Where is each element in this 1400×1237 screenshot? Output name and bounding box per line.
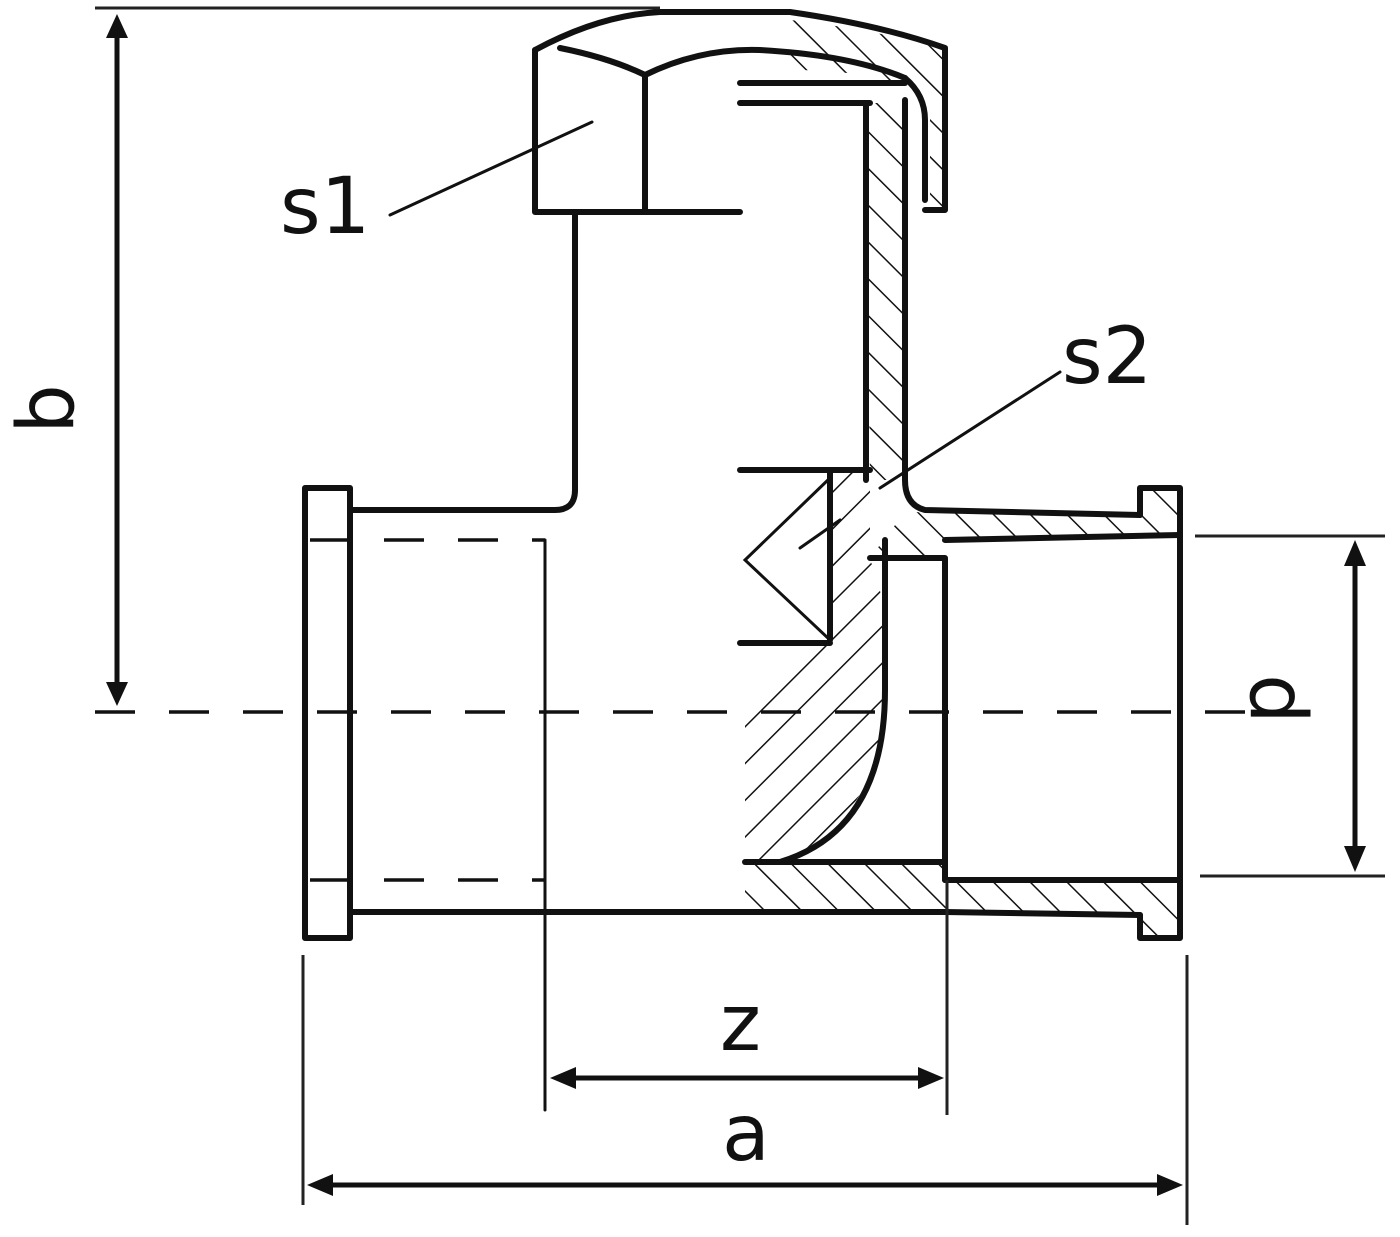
label-d: d: [1231, 674, 1322, 724]
dimension-z: [550, 880, 949, 1115]
dimension-a: [301, 955, 1189, 1225]
hidden-lines: [95, 538, 1250, 882]
s1-leader: [388, 120, 594, 217]
dimension-b: [95, 6, 660, 706]
label-a: a: [722, 1089, 770, 1179]
label-b: b: [1, 384, 92, 434]
s2-leader: [878, 370, 1062, 490]
main-body: [302, 485, 1183, 1112]
label-s1: s1: [280, 162, 371, 252]
cap: [532, 9, 948, 215]
dimension-d: [1195, 534, 1385, 878]
flap-section: [737, 467, 888, 865]
branch: [347, 97, 1143, 518]
label-z: z: [720, 979, 761, 1069]
label-s2: s2: [1062, 312, 1153, 402]
